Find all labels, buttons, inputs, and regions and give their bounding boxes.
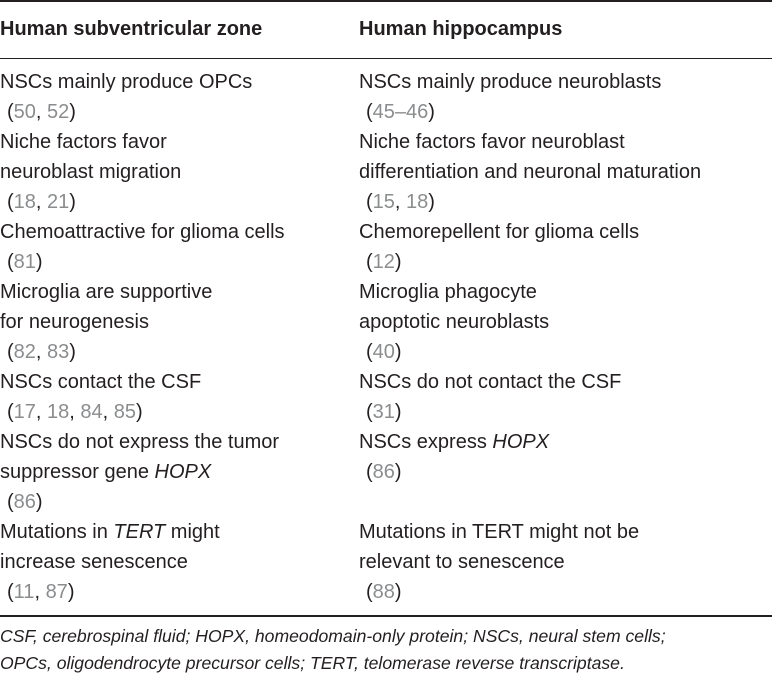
citation-ref[interactable]: 17 [13, 401, 36, 423]
table-cell: Niche factors favor neuroblast different… [359, 127, 772, 217]
table-cell: NSCs contact the CSF (17, 18, 84, 85) [0, 367, 350, 427]
citation-line: (45–46) [366, 101, 435, 123]
cell-text: suppressor gene [0, 461, 155, 483]
citation-line: (18, 21) [7, 191, 76, 213]
citation-line: (50, 52) [7, 101, 76, 123]
citation-ref[interactable]: 18 [47, 401, 70, 423]
citation-ref[interactable]: 87 [45, 581, 68, 603]
cell-line: Microglia are supportive [0, 281, 213, 303]
cell-line: NSCs express HOPX [359, 427, 772, 457]
table-cell: NSCs mainly produce neuroblasts (45–46) [359, 67, 772, 127]
header-divider-rule [0, 58, 772, 59]
citation-ref[interactable]: 45–46 [372, 101, 429, 123]
citation-line: (86) [7, 491, 43, 513]
citation-ref[interactable]: 11 [13, 581, 35, 603]
cell-text: Mutations in [0, 521, 114, 543]
table-cell: Chemorepellent for glioma cells (12) [359, 217, 772, 277]
citation-ref[interactable]: 52 [47, 101, 70, 123]
cell-line: Niche factors favor [0, 131, 167, 153]
table-cell: Microglia are supportive for neurogenesi… [0, 277, 350, 367]
citation-ref[interactable]: 88 [372, 581, 395, 603]
citation-ref[interactable]: 18 [406, 191, 429, 213]
table-cell: Microglia phagocyte apoptotic neuroblast… [359, 277, 772, 367]
cell-text: might [165, 521, 220, 543]
citation-ref[interactable]: 86 [372, 461, 395, 483]
cell-line: differentiation and neuronal maturation [359, 161, 702, 183]
citation-line: (82, 83) [7, 341, 76, 363]
cell-line: relevant to senescence [359, 551, 565, 573]
citation-ref[interactable]: 18 [13, 191, 36, 213]
cell-line: Niche factors favor neuroblast [359, 131, 625, 153]
cell-line: neuroblast migration [0, 161, 182, 183]
citation-ref[interactable]: 12 [372, 251, 395, 273]
gene-name: TERT [113, 521, 166, 543]
right-column-body: NSCs mainly produce neuroblasts (45–46) … [359, 67, 772, 607]
citation-ref[interactable]: 83 [47, 341, 70, 363]
cell-line: NSCs do not contact the CSF [359, 371, 622, 393]
citation-line: (11, 87) [7, 581, 75, 603]
table-footnote: CSF, cerebrospinal fluid; HOPX, homeodom… [0, 623, 772, 677]
citation-ref[interactable]: 81 [13, 251, 36, 273]
table-cell: NSCs do not express the tumor suppressor… [0, 427, 350, 517]
table-cell: NSCs do not contact the CSF (31) [359, 367, 772, 427]
table-cell: NSCs express HOPX (86) [359, 427, 772, 517]
citation-line: (31) [366, 401, 402, 423]
table-cell: Niche factors favor neuroblast migration… [0, 127, 350, 217]
cell-line: Chemoattractive for glioma cells [0, 221, 285, 243]
table-bottom-rule [0, 615, 772, 617]
cell-spacer [359, 487, 772, 517]
cell-line: NSCs mainly produce OPCs [0, 71, 253, 93]
citation-ref[interactable]: 85 [113, 401, 137, 423]
table-top-rule [0, 0, 772, 2]
cell-line: Mutations in TERT might not be [359, 521, 640, 543]
citation-line: (88) [366, 581, 402, 603]
cell-line: Mutations in TERT might [0, 517, 350, 547]
citation-line: (40) [366, 341, 402, 363]
citation-ref[interactable]: 31 [372, 401, 395, 423]
left-column-body: NSCs mainly produce OPCs (50, 52) Niche … [0, 67, 350, 607]
table-cell: NSCs mainly produce OPCs (50, 52) [0, 67, 350, 127]
cell-line: apoptotic neuroblasts [359, 311, 550, 333]
cell-line: NSCs do not express the tumor [0, 431, 280, 453]
citation-ref[interactable]: 40 [372, 341, 395, 363]
cell-line: NSCs mainly produce neuroblasts [359, 71, 662, 93]
cell-line: NSCs contact the CSF [0, 371, 202, 393]
footnote-line: CSF, cerebrospinal fluid; HOPX, homeodom… [0, 626, 666, 646]
header-hippocampus: Human hippocampus [359, 18, 563, 40]
header-subventricular-zone: Human subventricular zone [0, 18, 263, 40]
citation-line: (17, 18, 84, 85) [7, 401, 143, 423]
footnote-line: OPCs, oligodendrocyte precursor cells; T… [0, 653, 625, 673]
table-cell: Mutations in TERT might increase senesce… [0, 517, 350, 607]
citation-ref[interactable]: 84 [80, 401, 103, 423]
citation-ref[interactable]: 82 [13, 341, 36, 363]
cell-line: for neurogenesis [0, 311, 149, 333]
cell-line: Chemorepellent for glioma cells [359, 221, 640, 243]
gene-name: HOPX [154, 461, 212, 483]
table-cell: Chemoattractive for glioma cells (81) [0, 217, 350, 277]
citation-ref[interactable]: 21 [47, 191, 70, 213]
cell-text: NSCs express [359, 431, 493, 453]
citation-line: (81) [7, 251, 43, 273]
citation-ref[interactable]: 86 [13, 491, 36, 513]
gene-name: HOPX [492, 431, 550, 453]
citation-line: (86) [366, 461, 402, 483]
citation-ref[interactable]: 50 [13, 101, 36, 123]
cell-line: increase senescence [0, 551, 188, 573]
cell-line: suppressor gene HOPX [0, 457, 350, 487]
citation-line: (15, 18) [366, 191, 435, 213]
table-cell: Mutations in TERT might not be relevant … [359, 517, 772, 607]
citation-ref[interactable]: 15 [372, 191, 395, 213]
citation-line: (12) [366, 251, 402, 273]
cell-line: Microglia phagocyte [359, 281, 537, 303]
